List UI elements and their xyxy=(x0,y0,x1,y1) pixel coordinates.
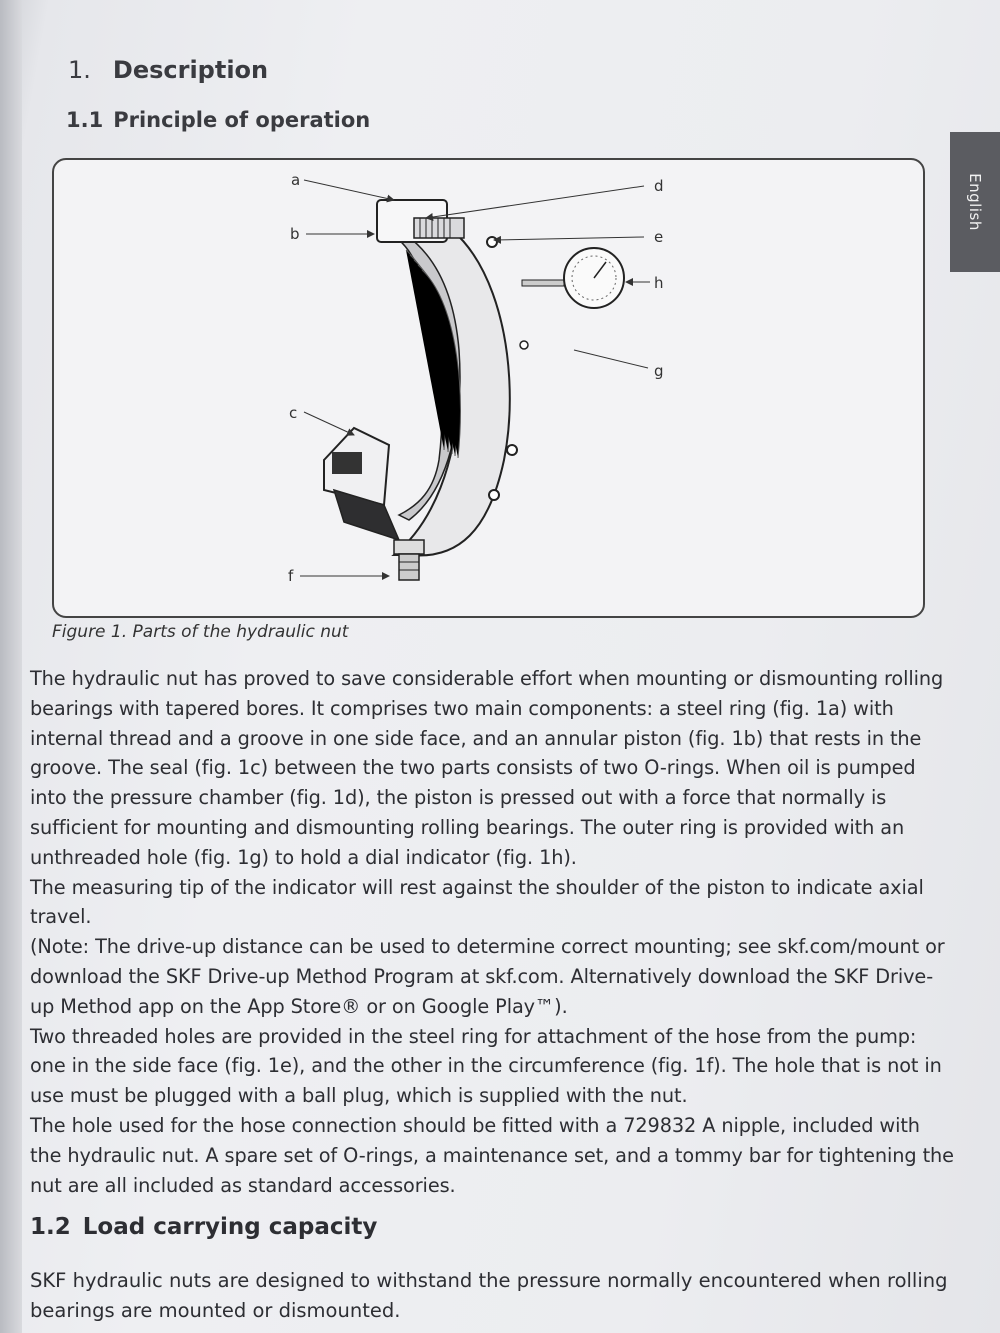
hole-lower xyxy=(488,489,500,501)
page-edge xyxy=(0,0,22,1333)
paragraph-measuring-tip: The measuring tip of the indicator will … xyxy=(30,875,924,929)
subsection-2-title: Load carrying capacity xyxy=(82,1214,378,1240)
hydraulic-nut-illustration: a b c d e f g h xyxy=(288,171,664,585)
body-text: The hydraulic nut has proved to save con… xyxy=(30,664,955,1200)
dial-stem xyxy=(521,279,565,287)
label-c: c xyxy=(289,404,297,422)
label-a: a xyxy=(291,171,300,189)
section-title: Description xyxy=(112,56,269,84)
label-f: f xyxy=(288,567,294,585)
paragraph-load-capacity: SKF hydraulic nuts are designed to withs… xyxy=(30,1269,948,1322)
hole-middle xyxy=(506,444,518,456)
paragraph-nipple: The hole used for the hose connection sh… xyxy=(30,1113,954,1197)
subsection-title: Principle of operation xyxy=(113,108,371,132)
hole-upper xyxy=(486,236,498,248)
paragraph-components: The hydraulic nut has proved to save con… xyxy=(30,667,944,869)
figure-hydraulic-nut: a b c d e f g h xyxy=(52,158,925,618)
label-d: d xyxy=(654,177,664,195)
nipple-fitting xyxy=(393,539,425,581)
subsection-number: 1.1 xyxy=(66,108,104,132)
section-number: 1. xyxy=(68,56,91,84)
label-g: g xyxy=(654,362,664,380)
hole-side xyxy=(519,340,529,350)
paragraph-threaded-holes: Two threaded holes are provided in the s… xyxy=(30,1024,942,1108)
section-heading: 1. Description xyxy=(68,56,268,84)
paragraph-note: (Note: The drive-up distance can be used… xyxy=(30,935,945,1018)
figure-caption: Figure 1. Parts of the hydraulic nut xyxy=(52,622,349,642)
subsection-2-number: 1.2 xyxy=(30,1214,71,1240)
subsection-heading-principle: 1.1 Principle of operation xyxy=(66,108,370,132)
label-e: e xyxy=(654,228,663,246)
language-tab-label: English xyxy=(966,173,984,231)
subsection-heading-load: 1.2 Load carrying capacity xyxy=(30,1214,377,1240)
label-b: b xyxy=(290,225,300,243)
label-h: h xyxy=(654,274,664,292)
language-tab[interactable]: English xyxy=(950,132,1000,272)
